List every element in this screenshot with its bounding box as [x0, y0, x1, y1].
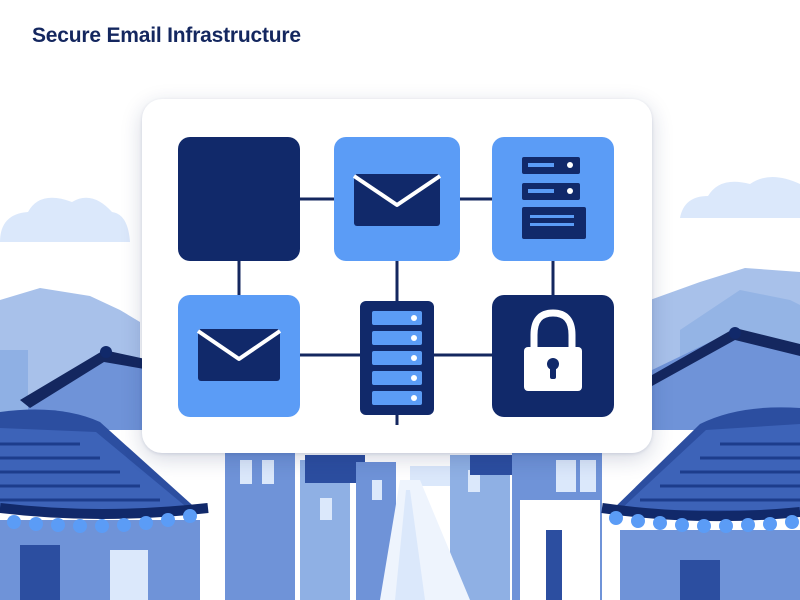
node-email-top [334, 137, 460, 261]
hanok-roof-left [0, 409, 209, 600]
building-center-left [225, 450, 295, 600]
node-lock [492, 295, 614, 417]
node-dark-square [178, 137, 300, 261]
diagram-card [142, 99, 652, 453]
server-icon [372, 311, 422, 405]
envelope-icon [352, 174, 442, 226]
envelope-icon [196, 329, 282, 381]
connector-lines [237, 197, 555, 357]
network-diagram [178, 137, 614, 425]
node-email-bottom [178, 295, 300, 417]
page-title: Secure Email Infrastructure [32, 24, 301, 47]
cloud-left [0, 197, 130, 242]
padlock-icon [524, 309, 582, 391]
hanok-roof-right [601, 407, 800, 600]
cloud-right [680, 177, 800, 218]
node-server-top [492, 137, 614, 261]
node-server-middle [360, 301, 434, 425]
server-icon [522, 157, 586, 239]
